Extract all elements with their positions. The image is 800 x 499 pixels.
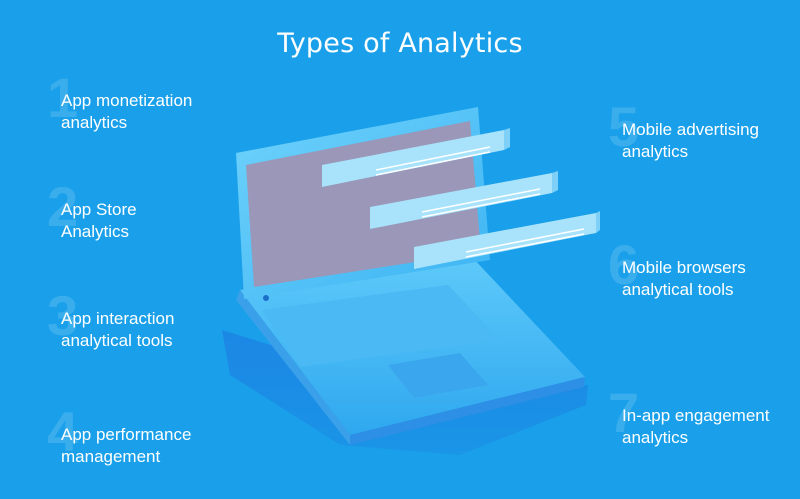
analytics-item-5: 5 Mobile advertising analytics <box>608 99 800 179</box>
item-label: App Store Analytics <box>61 200 137 241</box>
analytics-item-2: 2 App Store Analytics <box>47 179 261 259</box>
item-label: App performance management <box>61 425 192 466</box>
camera-dot <box>263 295 269 301</box>
analytics-item-1: 1 App monetization analytics <box>47 70 261 150</box>
trackpad <box>388 353 488 398</box>
floating-window-card <box>370 171 558 229</box>
item-label: Mobile advertising analytics <box>622 120 760 161</box>
item-number: 5 <box>608 95 640 158</box>
keyboard-area <box>262 285 500 367</box>
floating-window-card <box>414 211 600 269</box>
laptop-base <box>236 255 585 445</box>
item-number: 1 <box>47 66 79 129</box>
item-number: 2 <box>47 175 79 238</box>
item-label: App interaction analytical tools <box>61 309 175 350</box>
item-number: 7 <box>608 381 640 444</box>
analytics-item-4: 4 App performance management <box>47 404 261 484</box>
item-label: Mobile browsers analytical tools <box>622 258 746 299</box>
analytics-item-6: 6 Mobile browsers analytical tools <box>608 237 800 317</box>
item-number: 4 <box>47 400 79 463</box>
item-label: In-app engagement analytics <box>622 406 770 447</box>
analytics-item-7: 7 In-app engagement analytics <box>608 385 800 465</box>
item-label: App monetization analytics <box>61 91 193 132</box>
analytics-item-3: 3 App interaction analytical tools <box>47 288 261 368</box>
item-number: 6 <box>608 233 640 296</box>
floating-window-card <box>322 128 510 187</box>
item-number: 3 <box>47 284 79 347</box>
page-title: Types of Analytics <box>277 28 523 59</box>
laptop-illustration <box>222 107 600 455</box>
